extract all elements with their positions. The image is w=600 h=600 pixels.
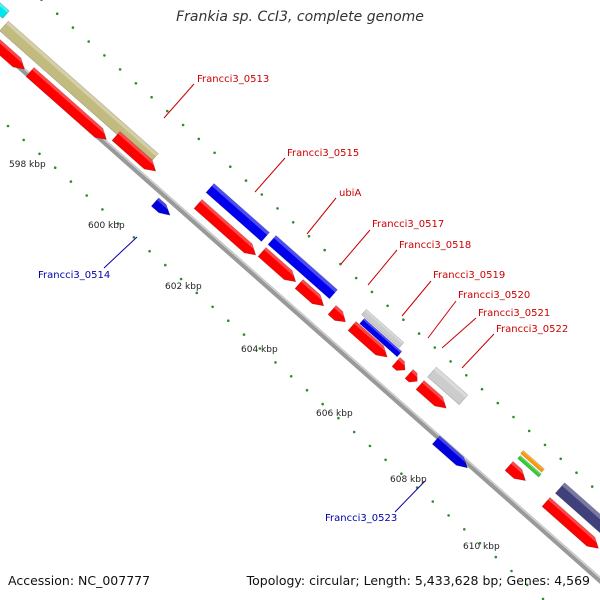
olive-feature-0513[interactable] [0,20,159,164]
cyan-feature[interactable] [0,0,10,19]
leader-line-0521 [441,317,477,349]
accession-text: Accession: NC_007777 [8,573,151,588]
tick-marks [6,0,594,600]
label-francci3-0523[interactable]: Francci3_0523 [325,513,397,524]
label-francci3-0518[interactable]: Francci3_0518 [399,240,471,251]
tick-label-608: 608 kbp [390,475,427,485]
cds-blue-ubia[interactable] [267,235,338,300]
cds-red-ubia[interactable] [257,247,300,287]
cds-red-0520[interactable] [391,357,409,375]
label-francci3-0520[interactable]: Francci3_0520 [458,290,530,301]
label-francci3-0521[interactable]: Francci3_0521 [478,308,550,319]
cds-red-0519[interactable] [347,321,391,362]
genome-summary-text: Topology: circular; Length: 5,433,628 bp… [246,573,590,588]
leader-lines [103,83,495,513]
cds-red-0523b[interactable] [504,461,529,486]
cds-red-0515[interactable] [193,199,260,260]
leader-line-ubia [306,197,337,235]
leader-line-0523 [394,480,426,513]
label-francci3-0522[interactable]: Francci3_0522 [496,324,568,335]
leader-line-0515 [254,157,286,193]
orange-feature[interactable] [520,450,545,473]
tick-row-outer-top [40,0,594,488]
cds-red-0513[interactable] [25,67,110,145]
tick-label-610: 610 kbp [463,542,500,552]
cds-red-0518[interactable] [327,305,349,327]
tick-row-inner-bottom [6,124,545,600]
green-feature[interactable] [517,455,542,478]
cds-blue-0519[interactable] [359,317,403,358]
cds-blue-0515[interactable] [205,183,270,242]
label-ubia[interactable]: ubiA [339,188,361,199]
cds-red-0512[interactable] [0,39,28,74]
label-francci3-0517[interactable]: Francci3_0517 [372,219,444,230]
gene-blue-0514[interactable] [150,197,173,219]
leader-line-0513 [163,83,195,119]
tick-labels: 598 kbp 600 kbp 602 kbp 604 kbp 606 kbp … [9,160,500,552]
tick-label-598: 598 kbp [9,160,46,170]
navy-feature[interactable] [554,482,600,534]
tick-label-602: 602 kbp [165,282,202,292]
map-title: Frankia sp. CcI3, complete genome [176,9,424,25]
leader-line-0514 [103,236,138,269]
tick-label-600: 600 kbp [88,221,125,231]
leader-line-0517 [340,229,371,265]
label-francci3-0514[interactable]: Francci3_0514 [38,270,110,281]
label-francci3-0519[interactable]: Francci3_0519 [433,270,505,281]
tick-label-604: 604 kbp [241,345,278,355]
gene-labels: Francci3_0513 Francci3_0515 ubiA Francci… [38,74,568,524]
cds-red-0524[interactable] [541,497,600,553]
feature-tracks [0,0,600,553]
leader-line-0519 [401,280,432,317]
leader-line-0520 [427,300,457,339]
grey-feature-0522[interactable] [427,366,469,406]
cds-red-0521[interactable] [404,369,421,386]
label-francci3-0513[interactable]: Francci3_0513 [197,74,269,85]
leader-line-0522 [461,333,495,369]
leader-line-0518 [367,249,398,286]
gene-blue-0523[interactable] [431,435,471,472]
label-francci3-0515[interactable]: Francci3_0515 [287,148,359,159]
cds-red-0517[interactable] [294,279,328,311]
cds-red-0522[interactable] [415,380,450,413]
grey-feature-0519[interactable] [361,308,405,349]
cds-red-0513b[interactable] [111,131,160,176]
tick-label-606: 606 kbp [316,409,353,419]
